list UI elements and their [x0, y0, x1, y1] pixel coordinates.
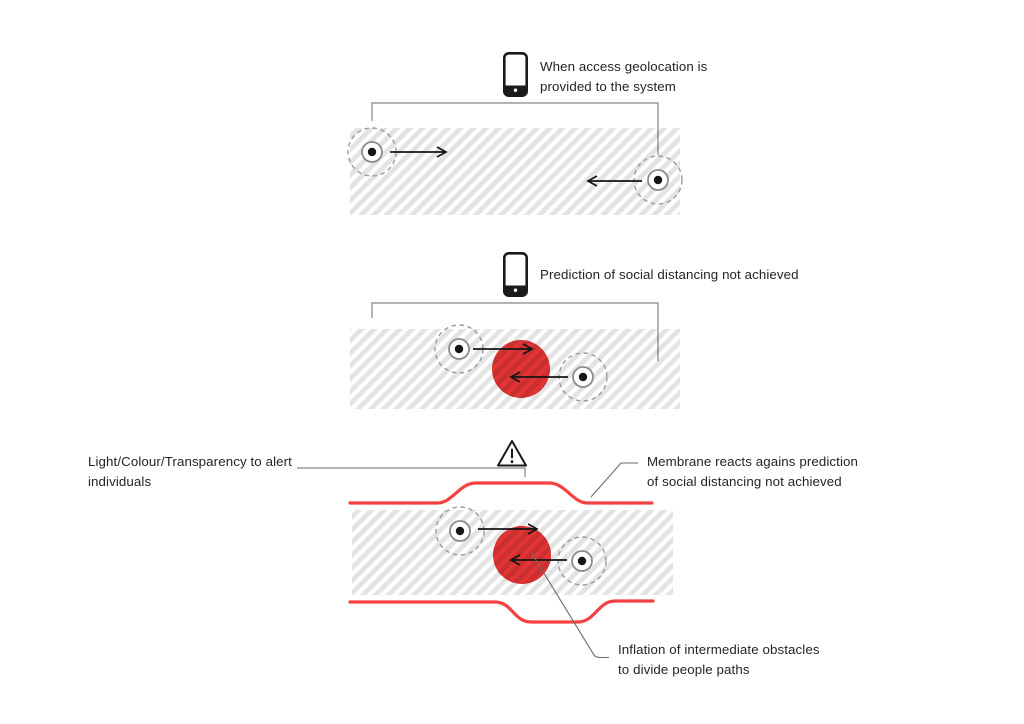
- geolocation-caption-line1: When access geolocation is: [540, 59, 708, 74]
- path-band: [350, 329, 680, 409]
- smartphone-icon: [502, 51, 529, 97]
- path-band: [350, 128, 680, 215]
- section-reaction: [297, 440, 673, 659]
- section-geolocation: [347, 51, 683, 215]
- alert-label-line1: Light/Colour/Transparency to alert: [88, 454, 292, 469]
- inflation-leader-line: [530, 551, 609, 659]
- smartphone-icon: [502, 252, 529, 298]
- direction-arrow-right: [473, 343, 534, 355]
- inflation-label-line1: Inflation of intermediate obstacles: [618, 642, 820, 657]
- prediction-caption-line1: Prediction of social distancing not achi…: [540, 267, 799, 282]
- direction-arrow-left: [509, 371, 568, 383]
- membrane-label-line1: Membrane reacts agains prediction: [647, 454, 858, 469]
- direction-arrow-left: [509, 554, 567, 566]
- membrane-bottom: [348, 599, 655, 624]
- path-band: [352, 510, 673, 595]
- direction-arrow-left: [586, 175, 642, 187]
- alert-label: Light/Colour/Transparency to alert indiv…: [88, 452, 292, 491]
- geolocation-caption-line2: provided to the system: [540, 78, 676, 94]
- section-prediction: [350, 252, 680, 409]
- prediction-caption: Prediction of social distancing not achi…: [540, 265, 799, 285]
- membrane-leader-line: [590, 462, 638, 498]
- membrane-label: Membrane reacts agains prediction of soc…: [647, 452, 858, 491]
- alert-leader-line: [297, 467, 526, 477]
- membrane-label-line2: of social distancing not achieved: [647, 473, 842, 489]
- direction-arrow-right: [478, 523, 539, 535]
- warning-triangle-icon: [497, 440, 527, 467]
- membrane-top: [348, 481, 654, 505]
- inflation-label-line2: to divide people paths: [618, 661, 750, 677]
- inflation-label: Inflation of intermediate obstacles to d…: [618, 640, 820, 679]
- alert-label-line2: individuals: [88, 473, 152, 489]
- direction-arrow-right: [390, 146, 448, 158]
- geolocation-caption: When access geolocation is provided to t…: [540, 57, 707, 96]
